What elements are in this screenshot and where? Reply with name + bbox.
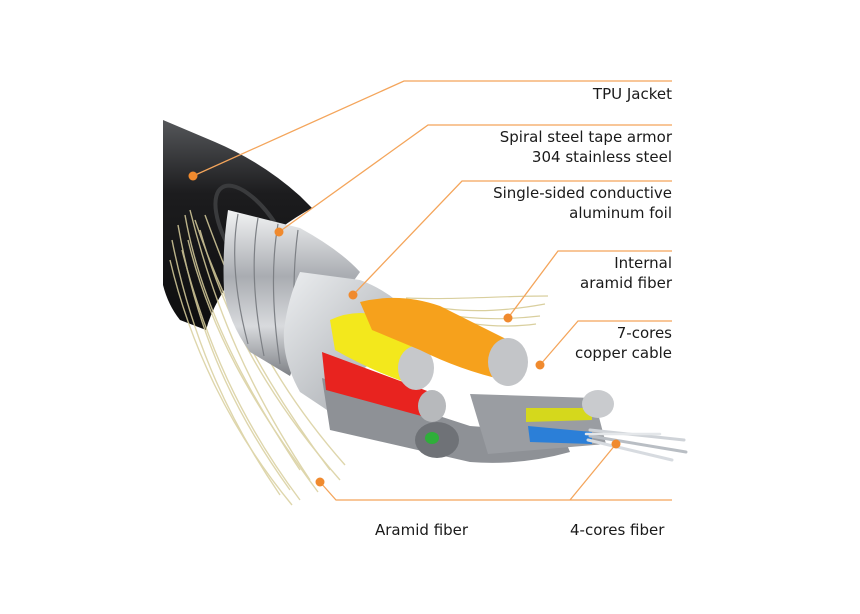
orange-core [360,297,508,380]
yellow-green-core [526,408,592,422]
copper-cable-dot [535,360,545,370]
fiber-dot [611,439,621,449]
label-text: 7-cores [616,324,672,342]
leader-lines [192,80,672,501]
steel-armor [223,210,360,376]
tpu-jacket-dot [188,171,198,181]
blue-core [528,426,592,444]
copper-wire-end [582,390,614,418]
aramid-fiber-strands [169,209,346,506]
label-text: aluminum foil [569,204,672,222]
label-text: TPU Jacket [592,85,672,103]
red-core [322,352,436,420]
orange-core-end [488,338,528,386]
label-text: Internal [614,254,672,272]
label-aramid-fiber: Aramid fiber [375,520,468,540]
red-core-end [418,390,446,422]
internal-aramid-dot [503,313,513,323]
leader-dots [188,171,621,487]
foil-dot [348,290,358,300]
label-fiber-cores: 4-cores fiber [570,520,664,540]
label-text: Single-sided conductive [493,184,672,202]
label-tpu-jacket: TPU Jacket [593,84,672,104]
label-text: Spiral steel tape armor [499,128,672,146]
label-internal-aramid: Internal aramid fiber [580,253,672,293]
label-aluminum-foil: Single-sided conductive aluminum foil [493,183,672,223]
optical-fibers [584,428,688,462]
aramid-fiber-dot [315,477,325,487]
label-copper-cable: 7-cores copper cable [575,323,672,363]
armor-dot [274,227,284,237]
label-text: Aramid fiber [375,521,469,539]
label-text: aramid fiber [580,274,672,292]
label-steel-armor: Spiral steel tape armor 304 stainless st… [500,127,672,167]
label-text: 304 stainless steel [531,148,672,166]
label-text: copper cable [575,344,672,362]
label-text: 4-cores fiber [570,521,665,539]
yellow-core-end [398,346,434,390]
green-core-end [425,432,439,444]
